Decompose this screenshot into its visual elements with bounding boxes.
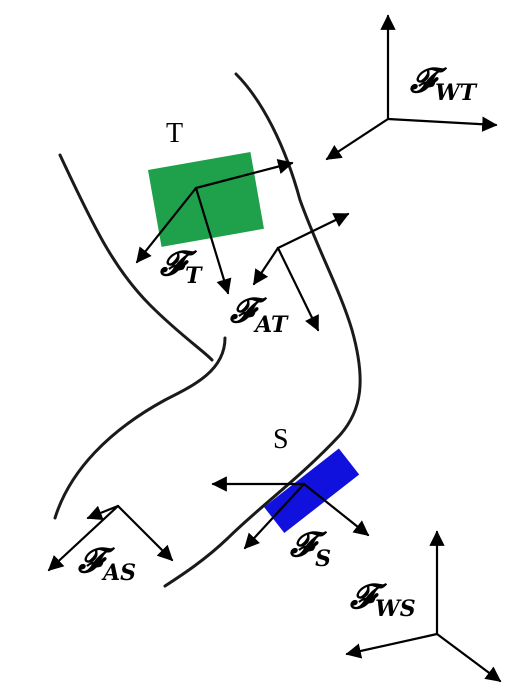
frame-s-label: 𝓕S <box>289 525 331 572</box>
frame-at-label: 𝓕AT <box>229 291 289 338</box>
target-box <box>148 151 264 247</box>
vessel-left-wall <box>58 153 214 362</box>
frame-s-axes <box>211 476 370 550</box>
frame-at-axes <box>252 212 350 332</box>
frame-as-label: 𝓕AS <box>77 541 136 586</box>
target-label: T <box>166 118 183 149</box>
frame-wt-axes <box>325 14 498 161</box>
vessel-left-wall-lower <box>53 336 227 520</box>
frame-t-label: 𝓕T <box>159 244 203 289</box>
source-label: S <box>273 424 289 455</box>
frame-wt-label: 𝓕WT <box>409 61 478 106</box>
frame-as-axes <box>47 504 174 572</box>
frame-ws-axes <box>345 530 502 683</box>
frame-ws-label: 𝓕WS <box>349 577 416 622</box>
frame-t-axes <box>135 159 294 295</box>
